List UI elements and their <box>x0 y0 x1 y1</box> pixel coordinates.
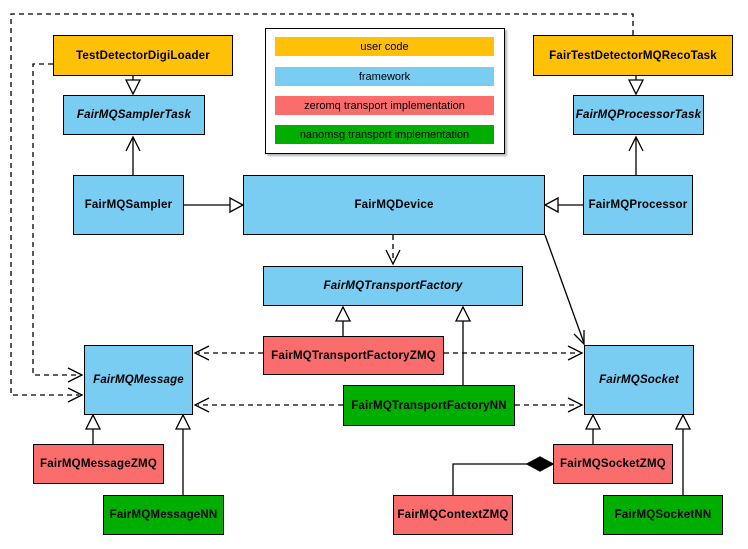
legend-label: nanomsg transport implementation <box>299 128 470 141</box>
node-fair-test-detector-mq-reco-task: FairTestDetectorMQRecoTask <box>533 35 733 76</box>
legend-item-user-code: user code <box>275 37 494 56</box>
inheritance-arrow-recotask-processortask <box>627 76 645 96</box>
node-fairmq-socket: FairMQSocket <box>584 345 694 415</box>
dependency-arrow-tfnn-socket <box>515 397 584 413</box>
node-fairmq-socket-nn: FairMQSocketNN <box>603 495 723 535</box>
legend-item-framework: framework <box>275 67 494 86</box>
node-fairmq-sampler: FairMQSampler <box>73 175 184 235</box>
node-fairmq-message-zmq: FairMQMessageZMQ <box>33 444 164 484</box>
node-label: FairMQTransportFactory <box>323 280 463 292</box>
dependency-arrow-device-transportfactory <box>385 235 401 266</box>
dependency-arrow-digiloader-message <box>32 63 84 383</box>
node-label: FairMQMessage <box>93 374 184 386</box>
node-label: FairTestDetectorMQRecoTask <box>549 49 717 62</box>
association-arrow-processor-processortask <box>628 135 644 175</box>
node-label: FairMQSocket <box>599 374 679 386</box>
inheritance-arrow-socketzmq-socket <box>584 413 602 444</box>
node-label: FairMQContextZMQ <box>397 509 509 521</box>
node-label: FairMQSamplerTask <box>76 109 192 121</box>
node-label: FairMQSampler <box>84 199 173 211</box>
node-fairmq-transport-factory-nn: FairMQTransportFactoryNN <box>343 385 515 426</box>
node-label: FairMQSocketNN <box>614 509 712 521</box>
inheritance-arrow-messagezmq-message <box>84 413 102 444</box>
node-label: FairMQTransportFactoryZMQ <box>271 349 436 362</box>
inheritance-arrow-messagenn-message <box>174 413 192 495</box>
node-label: FairMQMessageZMQ <box>40 458 157 470</box>
legend: user code framework zeromq transport imp… <box>265 28 505 154</box>
inheritance-arrow-socketnn-socket <box>674 413 692 495</box>
node-fairmq-processor: FairMQProcessor <box>583 175 693 235</box>
legend-item-nanomsg: nanomsg transport implementation <box>275 125 494 144</box>
composition-link-contextzmq-socketzmq <box>452 456 555 495</box>
node-label: FairMQProcessor <box>588 199 688 211</box>
dependency-arrow-tfzmq-socket <box>444 345 584 361</box>
node-fairmq-context-zmq: FairMQContextZMQ <box>393 495 513 535</box>
node-fairmq-socket-zmq: FairMQSocketZMQ <box>553 444 673 484</box>
association-arrow-device-socket <box>544 234 585 346</box>
legend-item-zeromq: zeromq transport implementation <box>275 96 494 115</box>
node-fairmq-message-nn: FairMQMessageNN <box>103 495 224 535</box>
node-label: FairMQSocketZMQ <box>560 458 666 470</box>
inheritance-arrow-digiloader-samplertask <box>124 76 142 96</box>
inheritance-arrow-sampler-device <box>184 196 245 214</box>
node-label: FairMQDevice <box>354 199 434 211</box>
node-label: FairMQMessageNN <box>109 509 218 521</box>
node-label: FairMQProcessorTask <box>575 109 702 121</box>
node-fairmq-processor-task: FairMQProcessorTask <box>573 95 704 135</box>
node-label: FairMQTransportFactoryNN <box>351 399 507 412</box>
node-fairmq-transport-factory: FairMQTransportFactory <box>263 266 523 306</box>
node-fairmq-transport-factory-zmq: FairMQTransportFactoryZMQ <box>263 336 444 375</box>
node-fairmq-device: FairMQDevice <box>243 175 545 235</box>
node-test-detector-digi-loader: TestDetectorDigiLoader <box>53 35 233 76</box>
dependency-arrow-tfnn-message <box>193 397 343 413</box>
dependency-arrow-tfzmq-message <box>193 345 263 361</box>
legend-label: user code <box>360 40 409 53</box>
inheritance-arrow-tfnn-transportfactory <box>454 305 472 385</box>
legend-label: zeromq transport implementation <box>304 99 465 112</box>
node-label: TestDetectorDigiLoader <box>76 49 210 62</box>
association-arrow-sampler-samplertask <box>125 135 141 175</box>
legend-label: framework <box>358 70 411 83</box>
node-fairmq-message: FairMQMessage <box>84 345 193 415</box>
inheritance-arrow-processor-device <box>543 196 583 214</box>
dependency-arrow-recotask-message <box>10 13 634 403</box>
inheritance-arrow-tfzmq-transportfactory <box>334 305 352 336</box>
node-fairmq-sampler-task: FairMQSamplerTask <box>63 95 205 135</box>
